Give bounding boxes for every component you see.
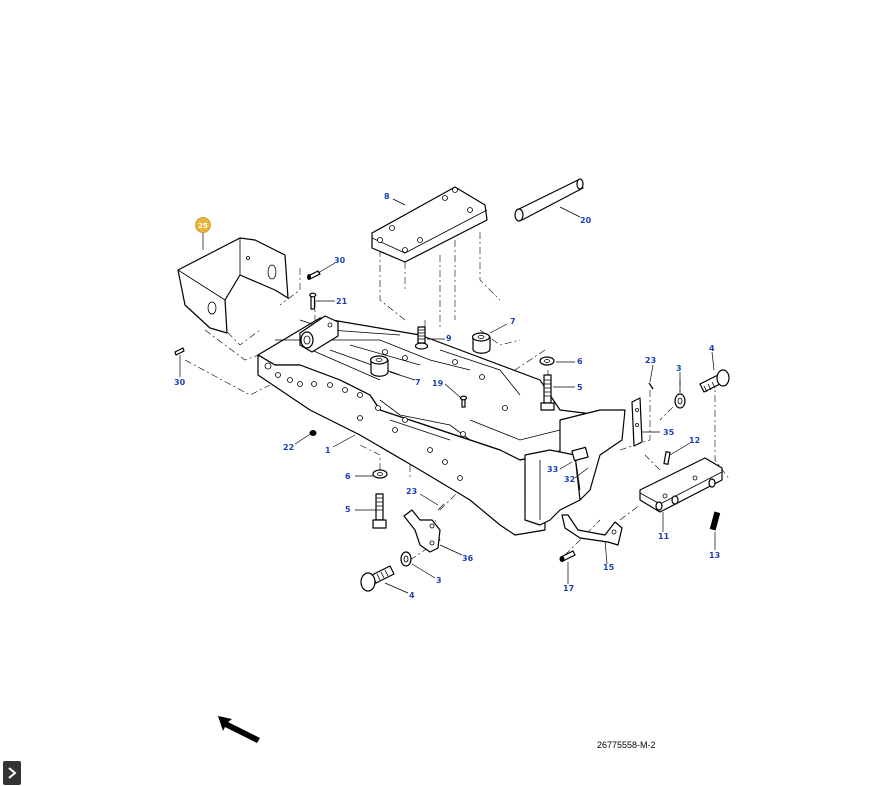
guard-bracket (177, 237, 289, 334)
callout-label[interactable]: 33 (547, 465, 558, 474)
washer-3-upper (674, 393, 686, 409)
bolt-5-lower (372, 493, 387, 529)
callout-label[interactable]: 8 (384, 192, 390, 201)
chevron-right-icon (8, 767, 17, 779)
screw-30-lower (174, 347, 185, 356)
handle-13 (709, 511, 721, 531)
callout-label[interactable]: 17 (563, 584, 574, 593)
callout-label[interactable]: 7 (510, 317, 516, 326)
latch-assembly (639, 457, 723, 513)
bolt-4-lower (360, 565, 395, 592)
callout-label[interactable]: 6 (345, 472, 351, 481)
screw-21 (309, 292, 317, 310)
callout-label[interactable]: 19 (432, 379, 444, 388)
callout-label[interactable]: 36 (462, 554, 474, 563)
callout-label[interactable]: 22 (283, 443, 294, 452)
lever (403, 509, 441, 553)
expand-panel-button[interactable] (3, 761, 21, 785)
callout-label[interactable]: 5 (577, 383, 583, 392)
callout-label[interactable]: 9 (446, 334, 452, 343)
callout-label[interactable]: 13 (709, 551, 720, 560)
drawing-reference-number: 26775558-M-2 (597, 740, 656, 750)
callout-label[interactable]: 5 (345, 505, 351, 514)
callout-label[interactable]: 4 (409, 591, 415, 600)
spacer-right (471, 332, 491, 354)
handle-lever (561, 514, 623, 546)
pin-23-upper (648, 382, 654, 390)
callout-label[interactable]: 4 (709, 344, 715, 353)
callout-label[interactable]: 35 (663, 428, 675, 437)
callout-label[interactable]: 21 (336, 297, 348, 306)
bolt-9 (414, 326, 429, 350)
callout-label[interactable]: 3 (436, 576, 442, 585)
callout-label[interactable]: 3 (676, 364, 682, 373)
bolt-4-upper (699, 369, 730, 393)
spacer-left (369, 355, 389, 377)
top-plate (371, 186, 488, 263)
screw-17 (559, 550, 576, 562)
front-bracket (524, 409, 626, 526)
callout-label[interactable]: 30 (174, 378, 186, 387)
bushing-sleeve (299, 315, 339, 353)
callout-label[interactable]: 15 (603, 563, 615, 572)
nut-22 (309, 430, 317, 436)
callout-label[interactable]: 6 (577, 357, 583, 366)
callout-label[interactable]: 23 (406, 487, 417, 496)
callout-label[interactable]: 7 (415, 378, 421, 387)
screw-19 (459, 395, 468, 408)
callout-label[interactable]: 23 (645, 356, 656, 365)
callout-label[interactable]: 32 (564, 475, 575, 484)
pin (514, 178, 584, 222)
main-frame (257, 317, 601, 536)
callout-label[interactable]: 1 (325, 446, 331, 455)
leader-lines (179, 198, 716, 594)
direction-arrow-icon (218, 716, 260, 743)
pin-23-lower (437, 503, 445, 511)
callout-label[interactable]: 30 (334, 256, 346, 265)
washer-3-lower (400, 551, 412, 567)
latch-plate (631, 397, 643, 447)
bolt-5-upper (540, 374, 555, 411)
callout-label[interactable]: 11 (658, 532, 670, 541)
svg-text:25: 25 (198, 222, 208, 230)
washer-6-upper (539, 356, 555, 366)
selected-callout[interactable]: 25 (195, 217, 211, 233)
callout-label[interactable]: 12 (689, 436, 700, 445)
callout-labels: 8 20 30 21 9 7 6 23 3 4 30 7 19 5 35 22 … (174, 192, 720, 600)
screw-30-upper (307, 270, 321, 280)
spring-pin-12 (663, 451, 671, 465)
washer-6-lower (372, 469, 388, 479)
callout-label[interactable]: 20 (580, 216, 592, 225)
